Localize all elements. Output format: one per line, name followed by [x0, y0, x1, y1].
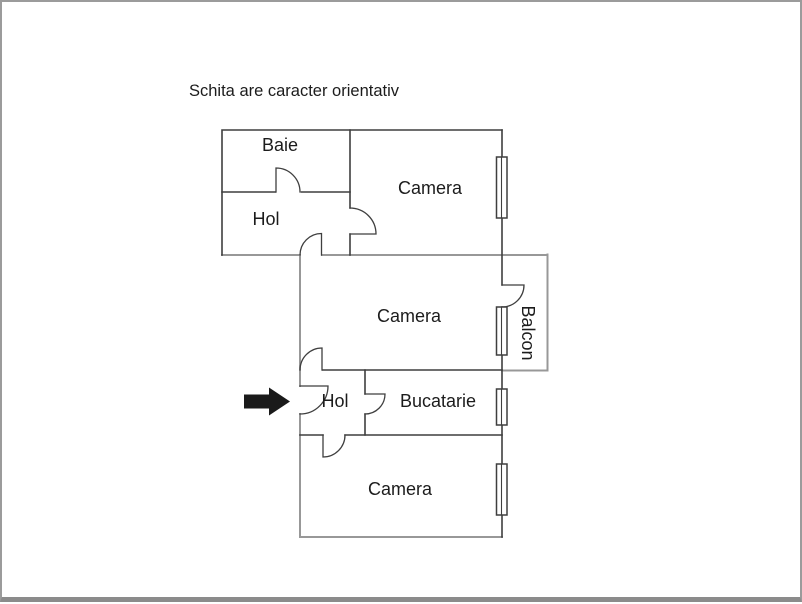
room-label-camera-top: Camera — [398, 178, 463, 198]
door-balcony — [501, 284, 525, 308]
window-camera-mid-icon — [495, 306, 508, 356]
door-entrance — [299, 385, 329, 415]
door-hol-bucatarie — [364, 393, 386, 415]
room-label-camera-middle: Camera — [377, 306, 442, 326]
plan-disclaimer-title: Schita are caracter orientativ — [189, 82, 400, 100]
window-camera-bottom-icon — [495, 463, 508, 516]
door-baie — [275, 167, 301, 193]
door-hol-camera-bottom — [322, 434, 346, 458]
door-camera-mid-hol — [299, 347, 323, 371]
window-camera-top-icon — [495, 156, 508, 219]
doors — [275, 167, 525, 458]
door-hol-top-camera — [349, 207, 377, 235]
room-label-hol-entrance: Hol — [321, 391, 348, 411]
room-label-camera-bottom: Camera — [368, 479, 433, 499]
windows — [495, 156, 508, 516]
room-label-baie: Baie — [262, 135, 298, 155]
wall-top-box-outline — [221, 129, 503, 256]
door-hol-top-camera-mid — [299, 232, 323, 256]
room-label-bucatarie: Bucatarie — [400, 391, 476, 411]
room-label-hol-top: Hol — [252, 209, 279, 229]
room-labels: Baie Hol Camera Camera Balcon Hol Bucata… — [252, 135, 538, 499]
window-bucatarie-icon — [495, 388, 508, 426]
room-label-balcon: Balcon — [518, 305, 538, 360]
entrance-arrow-icon — [244, 387, 290, 416]
